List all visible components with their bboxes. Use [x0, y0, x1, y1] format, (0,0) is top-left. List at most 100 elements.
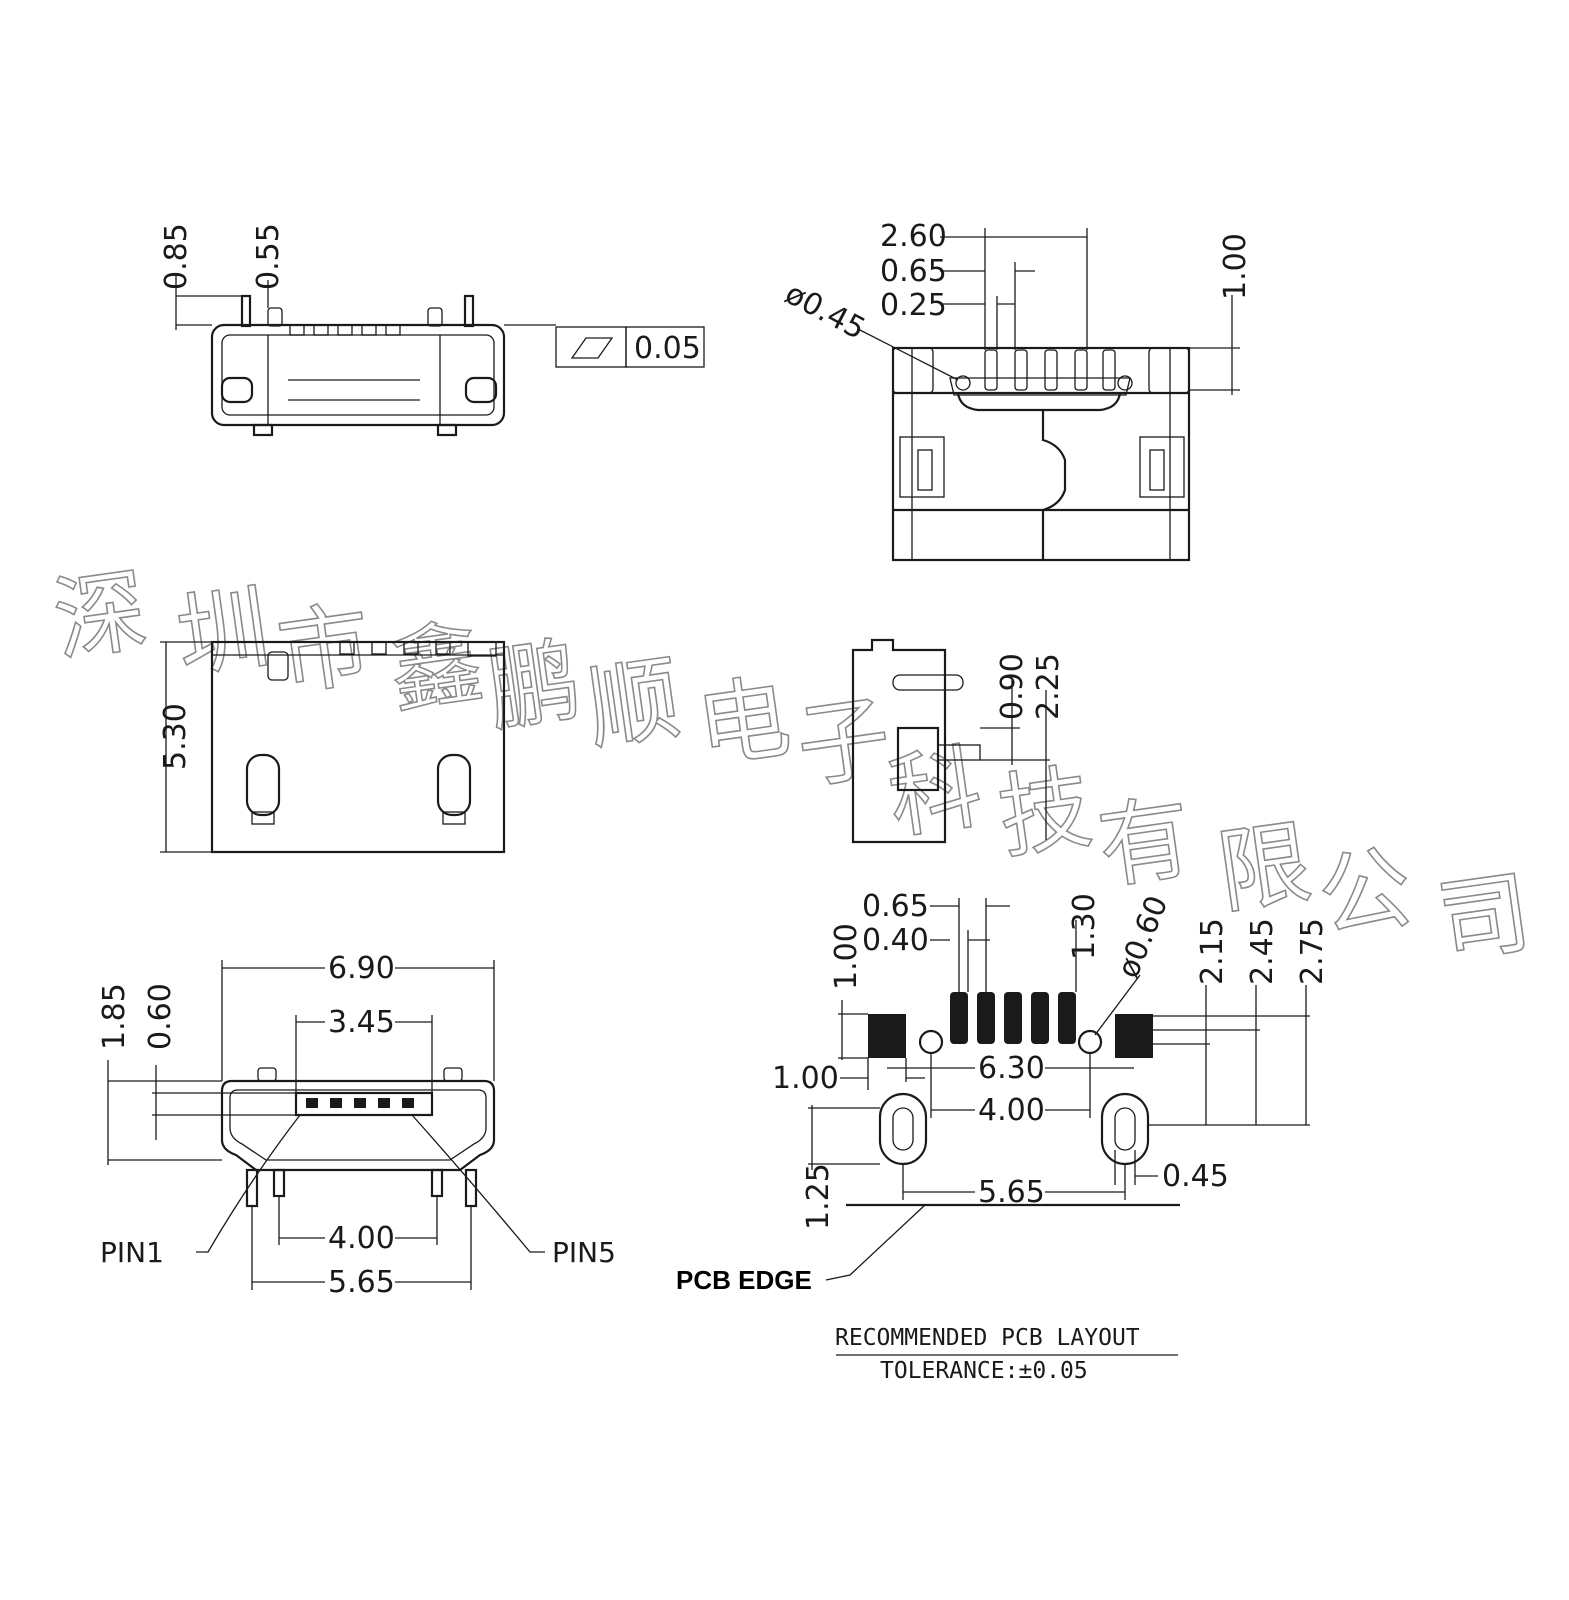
side-clip-left-inner — [917, 449, 933, 491]
pin1-leader — [196, 1114, 301, 1253]
corner-block-right — [1148, 347, 1190, 394]
dim-text: 1.00 — [829, 923, 864, 990]
pin-right — [430, 1168, 444, 1198]
contact — [339, 641, 355, 655]
contact-top — [337, 324, 353, 336]
pin — [1074, 349, 1088, 391]
watermark-char: 司 — [1431, 858, 1537, 977]
hole-text: ø0.60 — [1111, 891, 1175, 983]
dim-text: 0.25 — [880, 288, 947, 323]
dim-text: 2.15 — [1195, 918, 1230, 985]
hole-right — [1117, 375, 1133, 391]
flatness-value-box — [625, 326, 705, 368]
watermark-char: 圳 — [170, 574, 276, 693]
dim-text: 5.65 — [328, 1265, 395, 1300]
pin-base — [949, 377, 1131, 396]
dim-text: 1.85 — [97, 983, 132, 1050]
pcb-edge-label: PCB EDGE — [676, 1265, 812, 1295]
dim-text: 0.65 — [880, 254, 947, 289]
watermark-char: 市 — [272, 590, 378, 709]
slot-left-inner — [892, 1107, 914, 1151]
signal-pad — [1058, 992, 1076, 1044]
contact-pin — [306, 1098, 318, 1108]
contact — [435, 641, 451, 655]
corner-block-left — [892, 347, 934, 394]
hole-leader — [1094, 974, 1141, 1036]
side-clip-left — [899, 436, 945, 498]
receptacle-outline — [220, 1079, 496, 1172]
pin — [1102, 349, 1116, 391]
contact-top — [289, 324, 305, 336]
slot-right — [1100, 1092, 1150, 1166]
dim-text: 2.60 — [880, 219, 947, 254]
connector-body-outline — [210, 323, 506, 427]
foot-left — [252, 423, 274, 437]
left-latch — [220, 376, 254, 404]
side-tab — [937, 744, 981, 761]
dim-text: 0.60 — [143, 983, 178, 1050]
side-clip-right-inner — [1149, 449, 1165, 491]
foot-right — [436, 423, 458, 437]
locating-hole-left — [918, 1029, 944, 1055]
dim-text: 2.25 — [1031, 653, 1066, 720]
dim-text: 6.90 — [328, 951, 395, 986]
peg-left-foot — [251, 811, 275, 825]
dim-text: 1.00 — [772, 1061, 839, 1096]
mount-pad-right — [1115, 1014, 1153, 1058]
contact — [403, 641, 419, 655]
flatness-icon — [570, 337, 614, 359]
flatness-value: 0.05 — [634, 331, 701, 366]
connector-inner-outline — [221, 334, 495, 416]
tab-left — [267, 651, 289, 681]
dim-text: 3.45 — [328, 1005, 395, 1040]
contact-pin — [354, 1098, 366, 1108]
dim-text: 0.45 — [1162, 1159, 1229, 1194]
slot-left — [878, 1092, 928, 1166]
pcb-layout-view: PCB EDGE 0.65 0.40 1.30 ø0.60 1.00 1.00 … — [676, 889, 1330, 1384]
signal-pad — [1031, 992, 1049, 1044]
peg-right — [436, 753, 472, 817]
connector-side-outline — [851, 638, 947, 844]
side-pin — [892, 674, 964, 691]
dim-text: 2.45 — [1245, 918, 1280, 985]
peg-left — [245, 753, 281, 817]
dim-text: 5.65 — [978, 1175, 1045, 1210]
signal-pad — [1004, 992, 1022, 1044]
tab-left — [267, 307, 283, 327]
watermark-char: 限 — [1211, 808, 1317, 927]
top-tab-left — [257, 1067, 277, 1082]
dim-text: 1.25 — [801, 1163, 836, 1230]
side-clip-right — [1139, 436, 1185, 498]
tab-right — [427, 307, 443, 327]
mid-left-view: 5.30 — [158, 640, 506, 854]
post-right — [463, 294, 475, 328]
pin — [1014, 349, 1028, 391]
bottom-left-view: 6.90 3.45 1.85 0.60 4.00 5.65 PIN1 PIN5 — [97, 951, 616, 1300]
top-tab-right — [443, 1067, 463, 1082]
contact-block — [294, 1091, 434, 1117]
hole-text: ø0.45 — [779, 276, 871, 347]
connector-top-outline — [891, 346, 1191, 562]
watermark-char: 公 — [1312, 833, 1418, 952]
watermark-char: 鹏 — [481, 626, 587, 745]
pin — [1044, 349, 1058, 391]
leader-line — [859, 329, 959, 381]
contact-top — [361, 324, 377, 336]
watermark-char: 子 — [791, 683, 897, 802]
pcb-edge-leader — [825, 1204, 926, 1281]
watermark-char: 顺 — [581, 644, 687, 763]
flatness-symbol-box — [555, 326, 627, 368]
signal-pad — [950, 992, 968, 1044]
top-right-view: 2.60 0.65 0.25 ø0.45 1.00 — [779, 219, 1253, 562]
contact-pin — [330, 1098, 342, 1108]
watermark-char: 深 — [47, 556, 153, 675]
watermark: 深 圳 市 鑫 鹏 顺 电 子 科 技 有 限 公 司 — [47, 556, 1538, 978]
dim-text: 4.00 — [978, 1093, 1045, 1128]
locating-hole-right — [1077, 1029, 1103, 1055]
slot-right-inner — [1114, 1107, 1136, 1151]
dim-text: 1.30 — [1067, 893, 1102, 960]
mount-pad-left — [868, 1014, 906, 1058]
watermark-char: 科 — [882, 733, 988, 852]
peg-right-foot — [442, 811, 466, 825]
